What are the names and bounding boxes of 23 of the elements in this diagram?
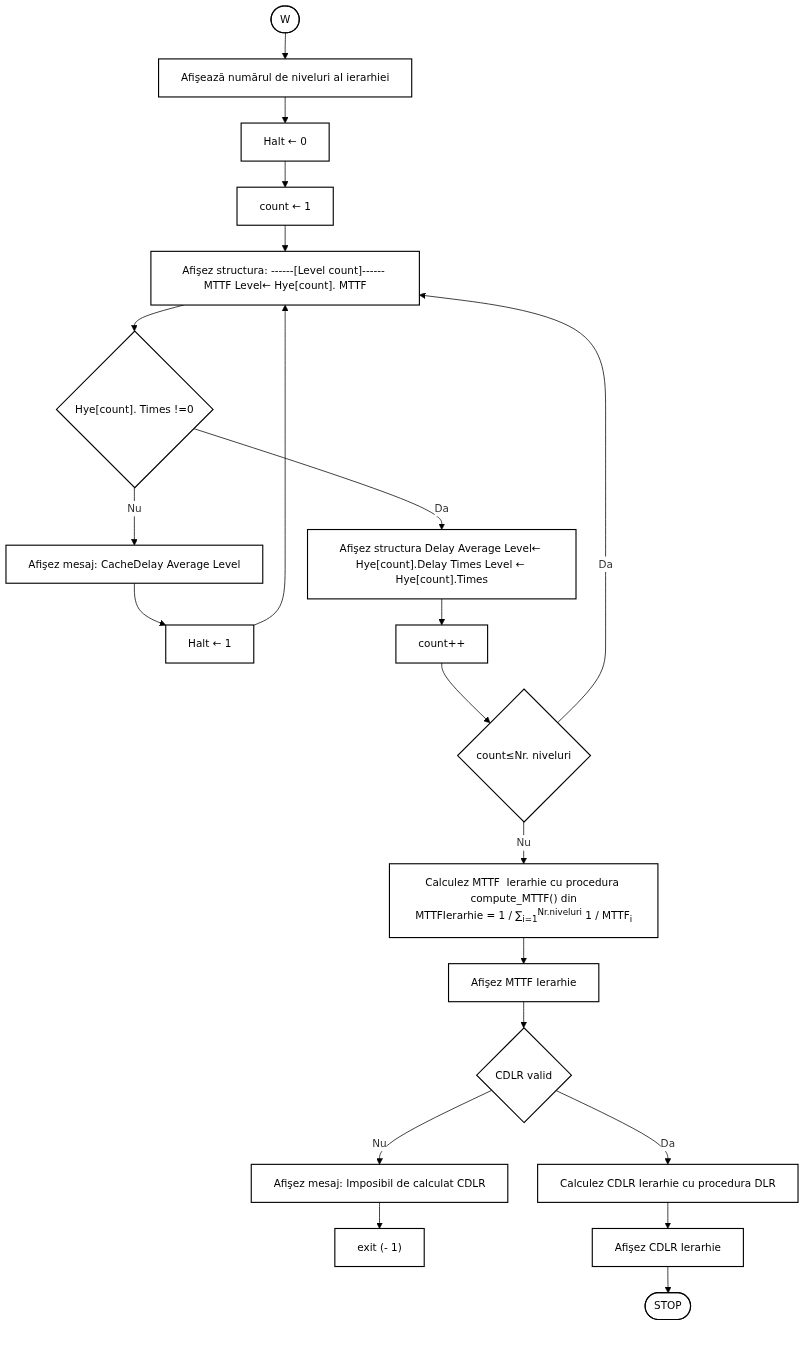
node-box: Halt ← 1 <box>165 624 255 664</box>
node-box: count ← 1 <box>236 186 334 226</box>
node-box: Afişez mesaj: Imposibil de calculat CDLR <box>250 1163 509 1203</box>
node-box: Halt ← 0 <box>240 122 330 162</box>
edge-label: Da <box>434 502 449 515</box>
edge-label: Nu <box>127 502 142 515</box>
edge-label: Nu <box>372 1137 387 1150</box>
edge-label: Nu <box>516 836 531 849</box>
node-box: count++ <box>395 624 489 664</box>
node-box: Calculez MTTF Ierarhie cu procedura compute_MTTF() din MTTFIerarhie = 1 / ∑$_{i=1}$$^{Nr.niveluri}$ 1 / MTTF$_{i}$ <box>388 863 659 939</box>
node-box: Calculez CDLR Ierarhie cu procedura DLR <box>537 1163 799 1203</box>
node-diamond: Hye[count]. Times !=0 <box>55 330 214 489</box>
edge-label: Da <box>660 1137 676 1150</box>
node-box: exit (- 1) <box>334 1227 425 1268</box>
edge-label: Da <box>598 557 613 570</box>
node-box: Afişez CDLR Ierarhie <box>591 1227 744 1268</box>
node-box: Afişez structura: ------[Level count]------ MTTF Level← Hye[count]. MTTF <box>150 250 420 306</box>
node-box: Afişez MTTF Ierarhie <box>447 963 600 1003</box>
node-box: Afişez structura Delay Average Level← Hye[count].Delay Times Level ← Hye[count].Times <box>306 528 577 600</box>
node-box: Afişează numărul de niveluri aI ierarhiei <box>158 58 413 98</box>
node-diamond: CDLR valid <box>475 1027 573 1124</box>
node-box: Afişez mesaj: CacheDelay Average Level <box>5 544 264 584</box>
node-diamond: count≤Nr. niveluri <box>456 688 592 823</box>
